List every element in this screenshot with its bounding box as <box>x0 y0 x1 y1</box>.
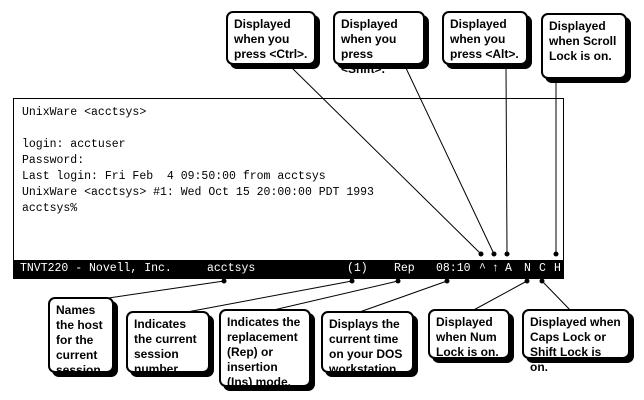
leader-line-alt <box>505 65 508 255</box>
host-name: acctsys <box>207 262 256 275</box>
leader-line-host <box>94 280 225 301</box>
leader-line-caps-lock <box>541 280 573 313</box>
callout-time: Displays the current time on your DOS wo… <box>321 311 414 376</box>
anchor-dot <box>221 278 227 284</box>
shift-indicator: ↑ <box>492 262 499 275</box>
callout-host: Names the host for the current session. <box>48 297 114 377</box>
caps-lock-indicator: C <box>539 262 546 275</box>
terminal-line: UnixWare <acctsys> <box>22 106 147 119</box>
anchor-dot <box>478 251 484 257</box>
terminal-line: Last login: Fri Feb 4 09:50:00 from acct… <box>22 170 326 183</box>
terminal-type-label: TNVT220 - Novell, Inc. <box>20 262 172 275</box>
terminal-line: UnixWare <acctsys> #1: Wed Oct 15 20:00:… <box>22 186 374 199</box>
callout-ctrl: Displayed when you press <Ctrl>. <box>226 11 316 65</box>
anchor-dot <box>349 278 355 284</box>
terminal-window: UnixWare <acctsys> login: acctuser Passw… <box>13 98 564 279</box>
scroll-lock-indicator: H <box>554 262 561 275</box>
callout-caps-lock: Displayed when Caps Lock or Shift Lock i… <box>522 309 630 374</box>
num-lock-indicator: N <box>524 262 531 275</box>
anchor-dot <box>444 278 450 284</box>
anchor-dot <box>491 251 497 257</box>
leader-line-ctrl <box>289 65 482 255</box>
ctrl-indicator: ^ <box>479 262 486 275</box>
terminal-line: login: acctuser <box>22 138 126 151</box>
callout-mode: Indicates the replacement (Rep) or inser… <box>219 309 311 389</box>
leader-line-session <box>170 280 353 316</box>
mode-indicator: Rep <box>394 262 415 275</box>
anchor-dot <box>553 251 559 257</box>
callout-session: Indicates the current session number. <box>126 311 210 376</box>
status-bar: TNVT220 - Novell, Inc. acctsys (1) Rep 0… <box>14 260 563 278</box>
leader-line-shift <box>404 65 495 255</box>
anchor-dot <box>504 251 510 257</box>
callout-shift: Displayed when you press <Shift>. <box>333 11 425 76</box>
session-number: (1) <box>347 262 368 275</box>
callout-num-lock: Displayed when Num Lock is on. <box>428 309 510 359</box>
leader-line-num-lock <box>469 280 528 313</box>
leader-line-time <box>353 280 448 315</box>
terminal-prompt: acctsys% <box>22 202 78 215</box>
anchor-dot <box>539 278 545 284</box>
leader-line-mode <box>264 280 399 313</box>
clock: 08:10 <box>436 262 471 275</box>
alt-indicator: A <box>505 262 512 275</box>
anchor-dot <box>524 278 530 284</box>
anchor-dot <box>395 278 401 284</box>
terminal-output: UnixWare <acctsys> login: acctuser Passw… <box>22 105 374 217</box>
callout-alt: Displayed when you press <Alt>. <box>442 11 528 65</box>
callout-scroll-lock: Displayed when Scroll Lock is on. <box>541 13 627 79</box>
terminal-line: Password: <box>22 154 85 167</box>
